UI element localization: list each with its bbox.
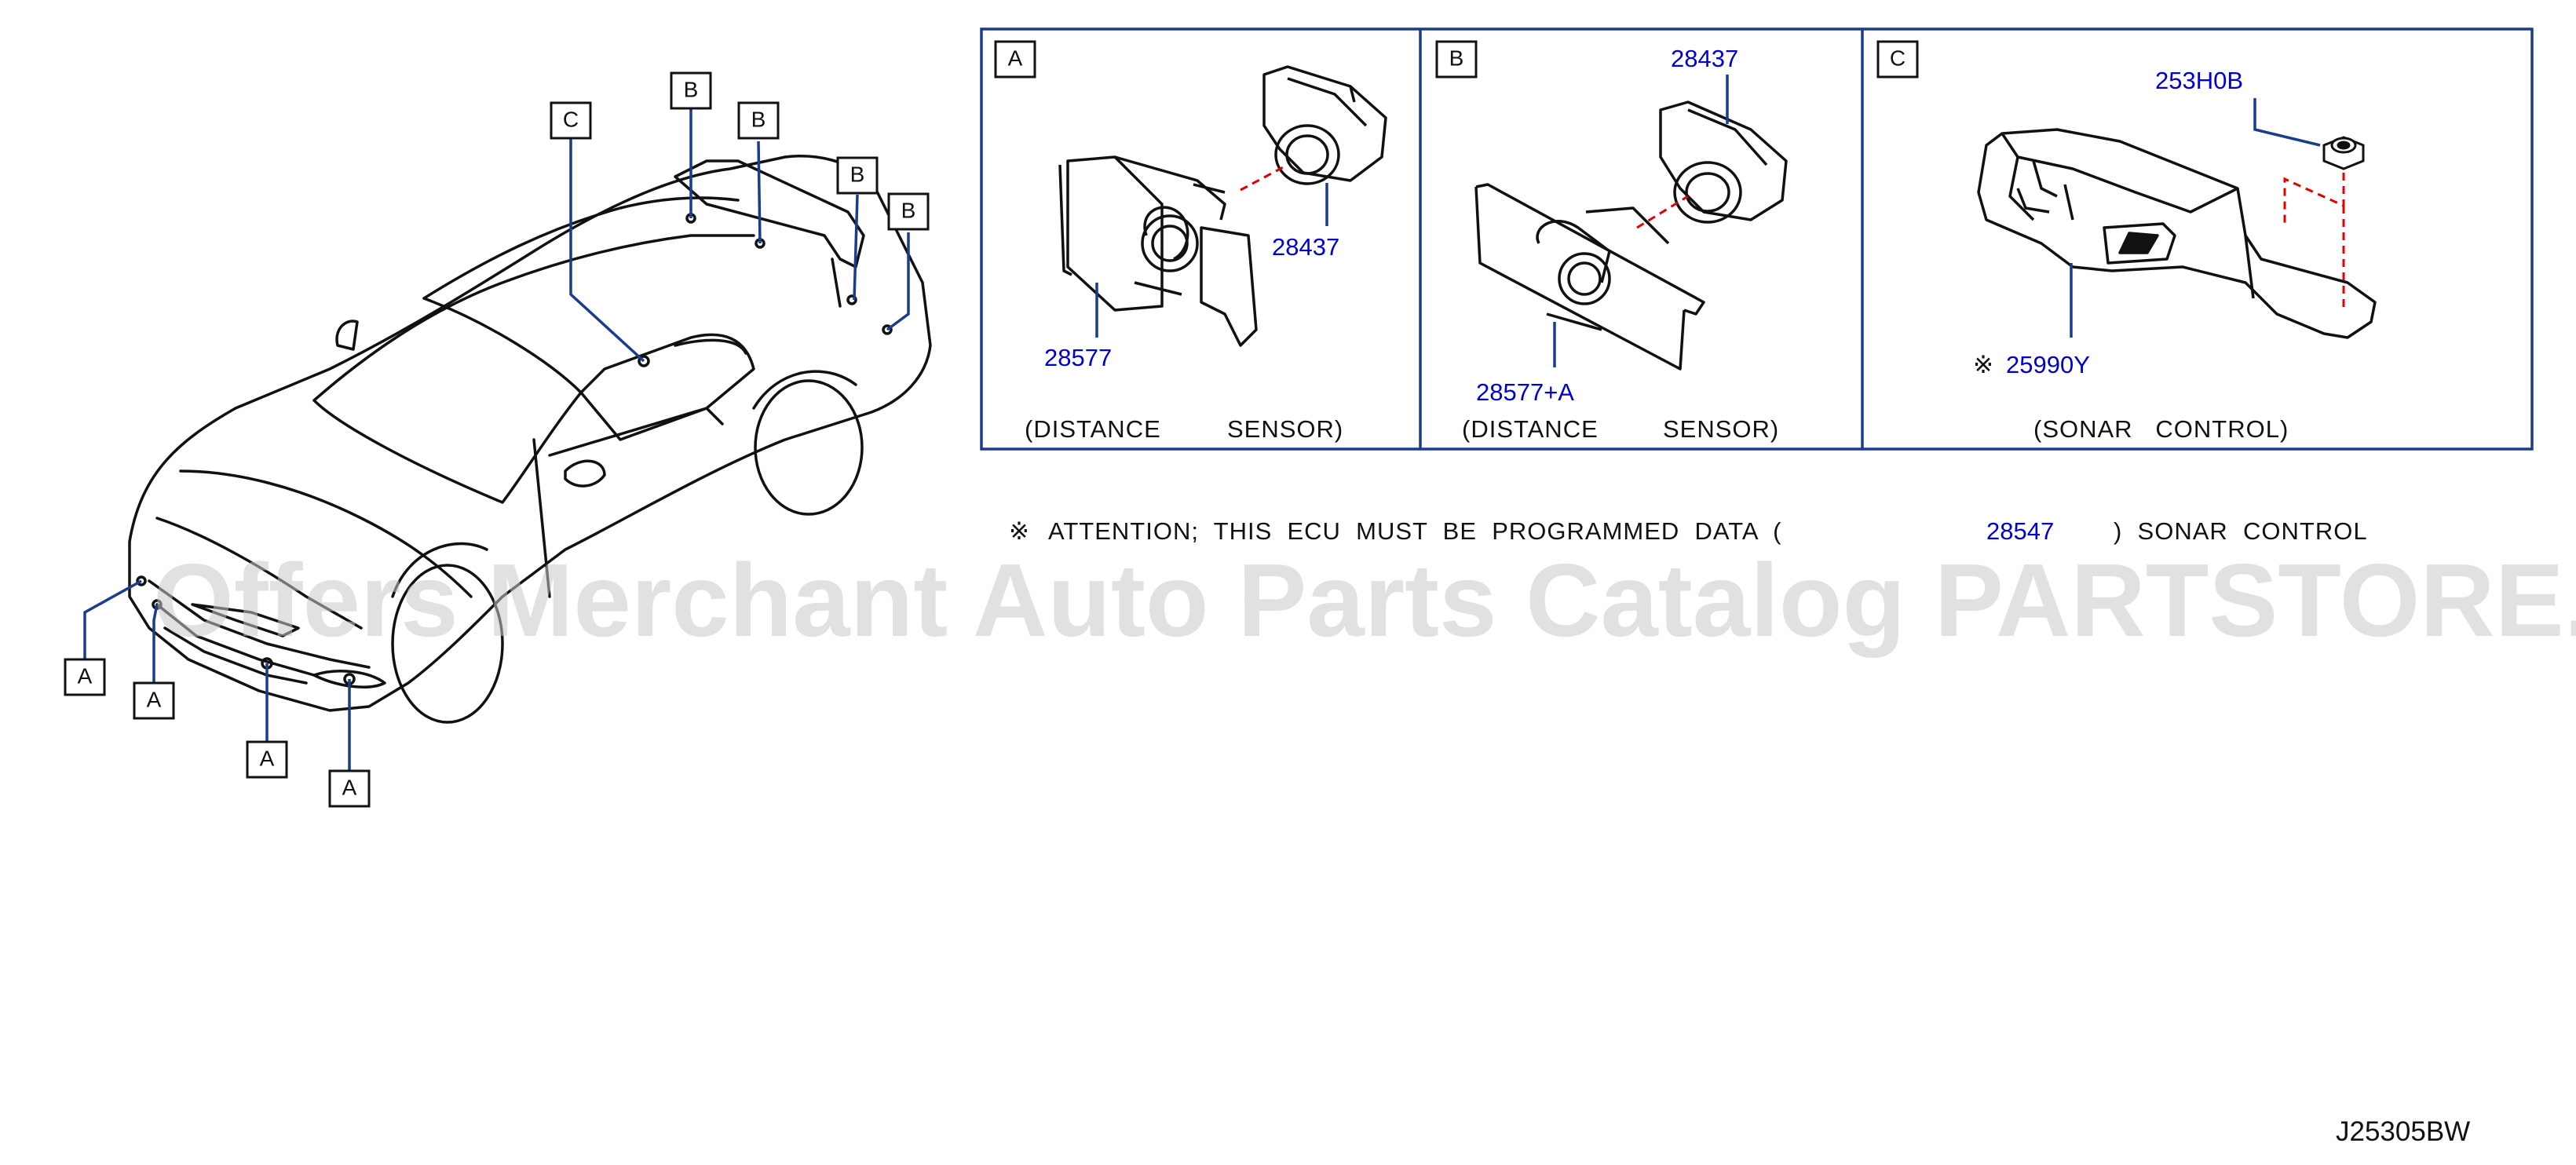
assembly-dashed-line-a (1240, 163, 1288, 192)
distance-sensor-bracket-b (1474, 183, 1705, 371)
panel-c-letter: C (1890, 46, 1906, 70)
svg-text:B: B (751, 107, 766, 131)
car-callout-a-3: A (246, 740, 288, 779)
svg-text:A: A (147, 687, 162, 711)
distance-sensor-28437-b (1659, 100, 1788, 224)
svg-text:A: A (342, 775, 357, 799)
svg-text:C: C (563, 107, 579, 131)
car-callout-b-4: B (887, 192, 930, 231)
part-number-28577a[interactable]: 28577+A (1476, 378, 1574, 406)
panel-a-leaders (1095, 183, 1328, 338)
detail-panels-frame (980, 27, 2534, 451)
svg-text:B: B (901, 198, 916, 222)
part-number-28437-b[interactable]: 28437 (1671, 45, 1738, 72)
car-callout-a-4: A (328, 769, 371, 808)
assembly-dashed-line-b (1636, 195, 1689, 229)
part-number-253h0b[interactable]: 253H0B (2155, 67, 2243, 94)
panel-c-leaders (2070, 98, 2321, 338)
distance-sensor-bracket-a (1058, 155, 1258, 347)
attention-text-after: ) SONAR CONTROL (2114, 517, 2368, 545)
attention-mark-c: ※ (1973, 351, 1993, 378)
panel-c: C 253H0B ※ 25990Y (SONAR CONTROL) (1876, 40, 2377, 443)
distance-sensor-28437-a (1262, 65, 1387, 185)
car-callout-a-2: A (133, 681, 175, 720)
svg-text:A: A (78, 663, 93, 688)
car-callout-b-3: B (836, 156, 879, 195)
watermark: Offers Merchant Auto Parts Catalog PARTS… (153, 542, 2576, 658)
panel-a-letter: A (1008, 46, 1023, 70)
panel-b-caption-left: (DISTANCE (1462, 415, 1599, 443)
part-number-28437-a[interactable]: 28437 (1272, 233, 1339, 261)
panel-a-caption-right: SENSOR) (1227, 415, 1343, 443)
nut-253h0b (2322, 136, 2365, 170)
part-number-28547[interactable]: 28547 (1986, 517, 2054, 545)
svg-text:B: B (850, 162, 865, 186)
panel-c-caption: (SONAR CONTROL) (2033, 415, 2289, 443)
panel-b-leaders (1553, 75, 1729, 367)
attention-note: ※ ATTENTION; THIS ECU MUST BE PROGRAMMED… (1009, 517, 2368, 545)
panel-b: B 28437 28577+A (DISTANCE SENSOR) (1435, 40, 1788, 443)
car-callout-b-1: B (670, 71, 712, 110)
diagram-code: J25305BW (2336, 1116, 2470, 1147)
car-illustration (128, 155, 932, 724)
car-leader-lines (83, 102, 910, 771)
panel-b-caption-right: SENSOR) (1663, 415, 1779, 443)
part-number-28577[interactable]: 28577 (1044, 344, 1112, 371)
panel-a: A 28437 28577 (DISTANCE SENSOR) (994, 40, 1387, 443)
car-callout-b-2: B (737, 101, 780, 140)
attention-text: ATTENTION; THIS ECU MUST BE PROGRAMMED D… (1048, 517, 1781, 545)
part-number-25990y[interactable]: 25990Y (2006, 351, 2090, 378)
car-callout-a-1: A (64, 658, 106, 696)
panel-b-letter: B (1449, 46, 1464, 70)
car-callout-c: C (550, 101, 592, 140)
attention-mark: ※ (1009, 517, 1030, 545)
assembly-dashed-line-c (2283, 173, 2345, 310)
panel-a-caption-left: (DISTANCE (1025, 415, 1161, 443)
sonar-control-unit (1977, 128, 2377, 339)
svg-text:B: B (684, 77, 699, 101)
svg-text:A: A (260, 746, 275, 770)
